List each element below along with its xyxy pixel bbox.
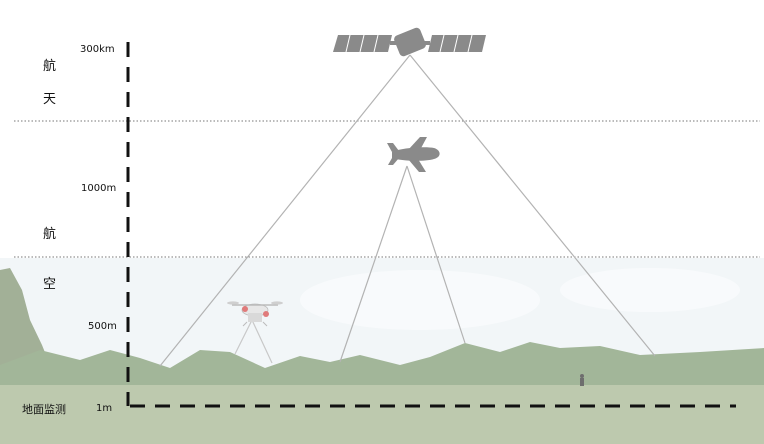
airplane-beams [339,165,466,363]
air-label-char1: 航 [43,227,57,242]
wash-overlay [0,258,764,444]
tick-300km: 300km [80,44,115,55]
drone-beams [234,319,273,364]
air-label-char2: 空 [43,277,57,292]
tick-1m: 1m [96,403,113,414]
drone-icon [227,301,283,327]
ground-label: 地面监测 [22,403,66,416]
space-label-char1: 航 [43,59,57,74]
tick-500m: 500m [88,321,117,332]
satellite-icon [333,27,486,57]
satellite-beams [159,54,656,367]
cloud [560,268,740,312]
tick-1000m: 1000m [81,183,117,194]
person-figure [580,374,584,386]
space-label-char2: 天 [43,92,57,107]
cloud [300,270,540,330]
airplane-icon [387,137,440,172]
